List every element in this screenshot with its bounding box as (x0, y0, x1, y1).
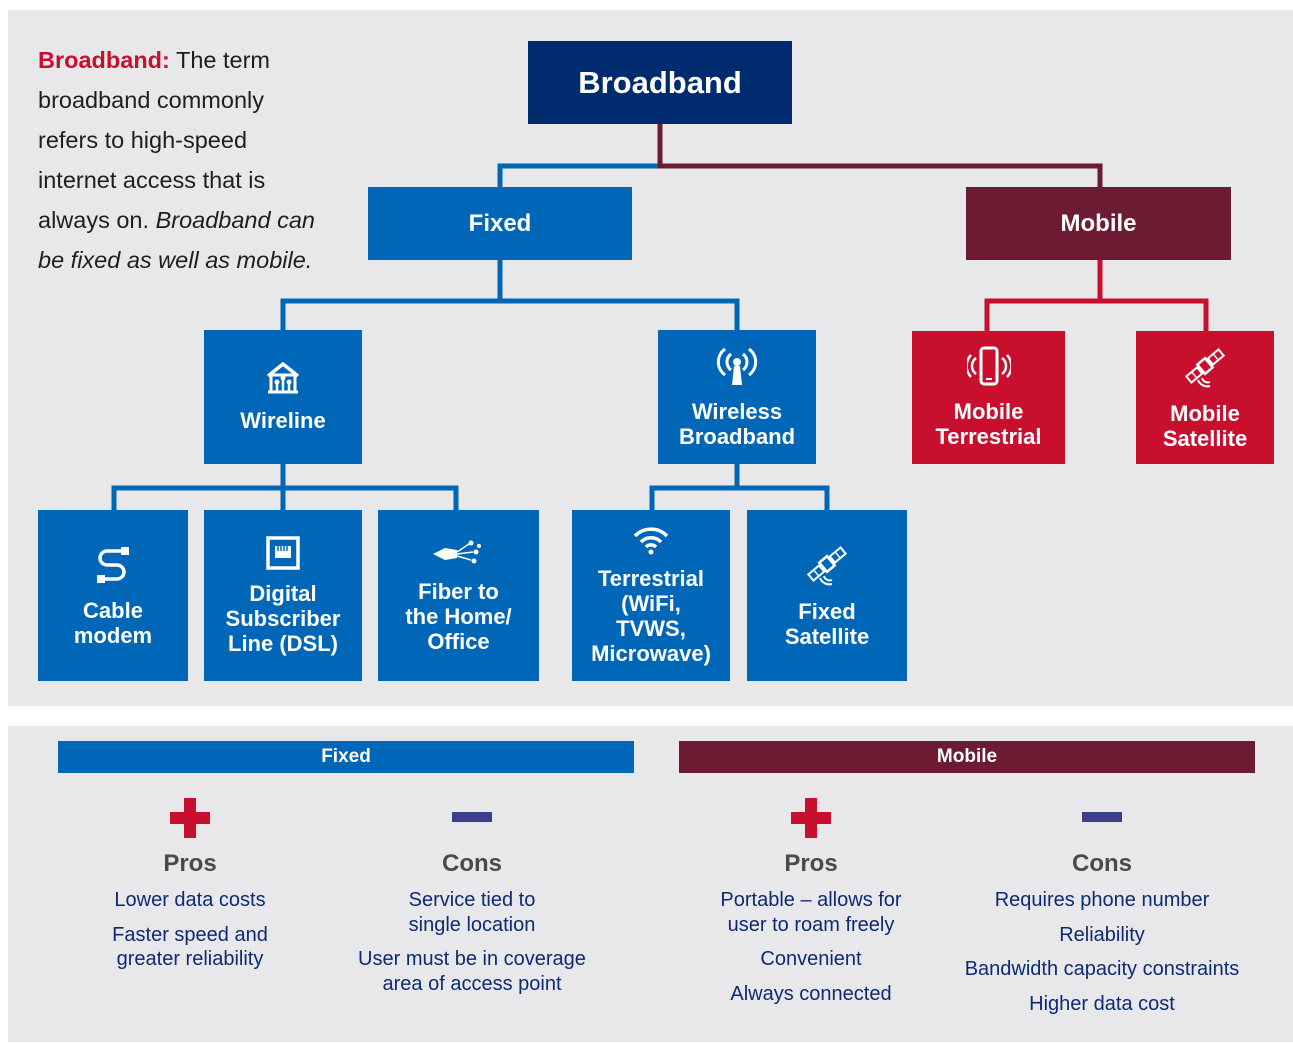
node-wireless-broadband: Wireless Broadband (658, 330, 816, 464)
intro-text: Broadband: The term broadband commonly r… (38, 40, 330, 280)
cable-icon (93, 543, 133, 590)
list-item: Portable – allows for user to roam freel… (720, 889, 902, 936)
node-fixed: Fixed (368, 187, 632, 260)
list-item: Higher data cost (1029, 992, 1175, 1015)
list-item: Service tied to single location (408, 889, 536, 936)
connector-root-mobile (657, 124, 1103, 187)
fixed-pros-column: Pros Lower data costs Faster speed and g… (55, 798, 325, 982)
intro-italic: Broadband can be fixed as well as mobile… (38, 207, 315, 273)
node-wireline-label: Wireline (240, 408, 326, 433)
mobile-header-bar: Mobile (679, 741, 1255, 773)
node-mobile-terrestrial-label: Mobile Terrestrial (935, 399, 1042, 449)
fixed-cons-heading: Cons (442, 850, 502, 877)
node-terrestrial: Terrestrial (WiFi, TVWS, Microwave) (572, 510, 730, 681)
list-item: Lower data costs (114, 889, 266, 911)
list-item: Faster speed and greater reliability (112, 923, 268, 971)
fixed-cons-list: Service tied to single location User mus… (337, 888, 607, 996)
fixed-header-bar: Fixed (58, 741, 634, 773)
mobile-pros-list: Portable – allows for user to roam freel… (676, 888, 946, 1006)
node-cable-label: Cable modem (73, 598, 153, 648)
node-terrestrial-label: Terrestrial (WiFi, TVWS, Microwave) (591, 566, 711, 666)
connector-mobile-terrestrial (984, 260, 1103, 331)
phone-signal-icon (964, 346, 1013, 391)
list-item: Always connected (730, 982, 892, 1005)
mobile-pros-heading: Pros (784, 850, 838, 877)
satellite-icon (804, 542, 850, 591)
plus-icon (676, 798, 946, 838)
fiber-optic-icon (431, 538, 487, 571)
node-mobile-satellite-label: Mobile Satellite (1162, 401, 1248, 451)
node-mobile: Mobile (966, 187, 1231, 260)
ethernet-port-icon (266, 535, 300, 575)
house-network-icon (265, 361, 301, 400)
node-cable-modem: Cable modem (38, 510, 188, 681)
antenna-icon (713, 346, 761, 391)
connector-fixed-wireline (280, 260, 503, 330)
mobile-cons-column: Cons Requires phone number Reliability B… (937, 798, 1267, 1026)
connector-wireline-cable (111, 464, 286, 510)
minus-icon (937, 798, 1267, 838)
list-item: Requires phone number (994, 889, 1210, 911)
node-fiber-label: Fiber to the Home/ Office (405, 578, 512, 654)
connector-mobile-satellite (1100, 298, 1209, 331)
node-fixed-satellite: Fixed Satellite (747, 510, 907, 681)
minus-icon (337, 798, 607, 838)
node-mobile-terrestrial: Mobile Terrestrial (912, 331, 1065, 464)
connector-wireless-terrestrial (649, 464, 740, 510)
node-broadband-label: Broadband (578, 64, 742, 100)
connector-wireless-satellite (737, 485, 830, 510)
mobile-header-label: Mobile (936, 746, 998, 767)
node-dsl: Digital Subscriber Line (DSL) (204, 510, 362, 681)
node-fixed-label: Fixed (468, 210, 532, 237)
fixed-pros-list: Lower data costs Faster speed and greate… (55, 888, 325, 972)
plus-icon (55, 798, 325, 838)
node-broadband: Broadband (528, 41, 792, 124)
intro-lead: Broadband: (38, 47, 170, 73)
node-mobile-satellite: Mobile Satellite (1136, 331, 1274, 464)
fixed-cons-column: Cons Service tied to single location Use… (337, 798, 607, 1006)
list-item: User must be in coverage area of access … (358, 948, 586, 995)
connector-fixed-wireless (500, 298, 740, 330)
list-item: Reliability (1059, 923, 1145, 946)
mobile-pros-column: Pros Portable – allows for user to roam … (676, 798, 946, 1016)
node-fiber: Fiber to the Home/ Office (378, 510, 539, 681)
connector-wireline-fiber (283, 485, 459, 510)
node-wireline: Wireline (204, 330, 362, 464)
mobile-cons-list: Requires phone number Reliability Bandwi… (937, 888, 1267, 1016)
list-item: Convenient (760, 948, 862, 970)
wifi-icon (632, 525, 670, 560)
list-item: Bandwidth capacity constraints (964, 958, 1240, 980)
node-fixed-satellite-label: Fixed Satellite (784, 599, 870, 649)
satellite-icon (1182, 344, 1228, 393)
connector-root-fixed (497, 124, 663, 187)
mobile-cons-heading: Cons (1072, 850, 1132, 877)
node-wireless-label: Wireless Broadband (678, 398, 796, 449)
fixed-pros-heading: Pros (163, 850, 217, 877)
intro-body: The term broadband commonly refers to hi… (38, 47, 270, 233)
node-dsl-label: Digital Subscriber Line (DSL) (225, 580, 341, 656)
comparison-panel (8, 726, 1293, 1042)
node-mobile-label: Mobile (1060, 210, 1137, 237)
fixed-header-label: Fixed (321, 746, 371, 767)
